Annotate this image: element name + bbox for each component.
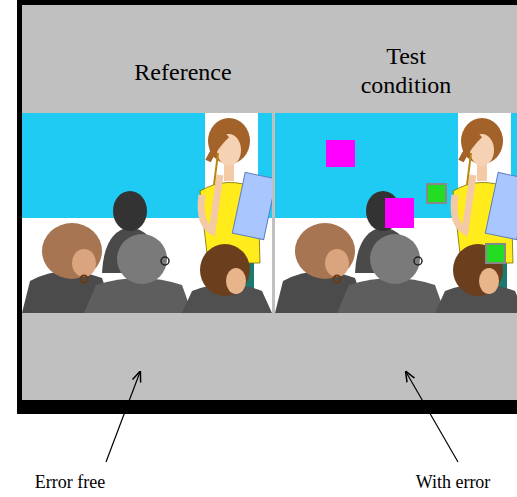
- error-block: [326, 140, 355, 167]
- test-picture: [275, 113, 517, 313]
- panel-heading: Test condition: [346, 42, 466, 100]
- error-block: [486, 244, 505, 263]
- callout-label: With error: [393, 472, 513, 494]
- error-block: [385, 198, 414, 228]
- panel-heading: Reference: [98, 58, 268, 87]
- leader-arrow: [106, 372, 140, 462]
- reference-picture: [22, 113, 277, 313]
- error-block: [427, 184, 446, 203]
- leader-arrow: [406, 372, 458, 462]
- callout-label: Error free: [5, 472, 135, 494]
- screen: [22, 5, 517, 400]
